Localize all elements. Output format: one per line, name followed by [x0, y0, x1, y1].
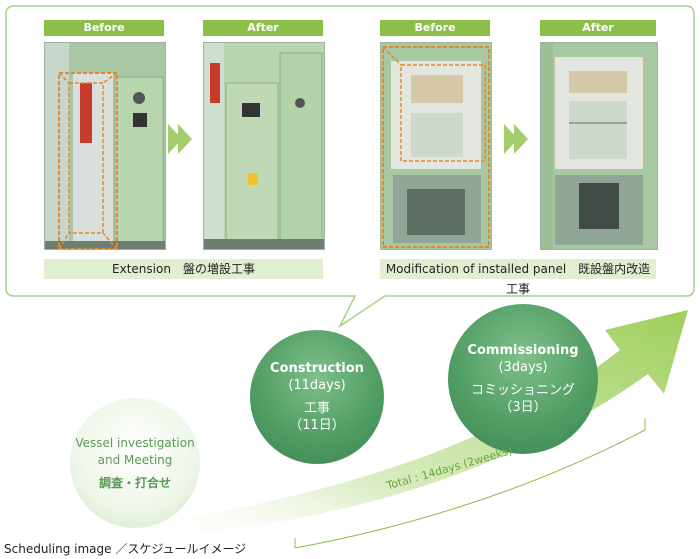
- step-label-jp2: （3日）: [499, 400, 547, 415]
- step-label-en2: (11days): [288, 378, 346, 393]
- chevron-right-icon: [168, 124, 192, 154]
- after-photo-extension: [203, 42, 325, 250]
- before-photo-extension: [44, 42, 166, 250]
- caption-modification: Modification of installed panel 既設盤内改造工事: [380, 259, 656, 296]
- step-label-en: Construction: [270, 361, 364, 376]
- step-label-en2: and Meeting: [97, 452, 173, 467]
- step-label-en: Commissioning: [467, 343, 579, 358]
- step-vessel-investigation: Vessel investigation and Meeting 調査・打合せ: [70, 398, 200, 528]
- after-label-extension: After: [203, 20, 323, 36]
- chevron-right-icon: [504, 124, 528, 154]
- after-label-modification: After: [540, 20, 656, 36]
- step-label-jp: 工事: [303, 401, 330, 416]
- callout-balloon: [5, 5, 695, 329]
- step-label-jp2: （11日）: [289, 418, 345, 433]
- before-label-modification: Before: [380, 20, 490, 36]
- schedule-arrow: [120, 310, 688, 549]
- caption-extension: Extension 盤の増設工事: [44, 259, 323, 279]
- footer-caption: Scheduling image ／スケジュールイメージ: [4, 542, 247, 556]
- step-label-en2: (3days): [498, 360, 548, 375]
- before-photo-modification: [380, 42, 492, 250]
- step-label-jp: 調査・打合せ: [98, 475, 171, 490]
- step-label-en: Vessel investigation: [75, 435, 195, 450]
- step-construction: Construction (11days) 工事 （11日）: [250, 330, 384, 464]
- step-commissioning: Commissioning (3days) コミッショニング （3日）: [448, 304, 598, 454]
- after-photo-modification: [540, 42, 658, 250]
- before-label-extension: Before: [44, 20, 164, 36]
- step-label-jp: コミッショニング: [470, 383, 575, 398]
